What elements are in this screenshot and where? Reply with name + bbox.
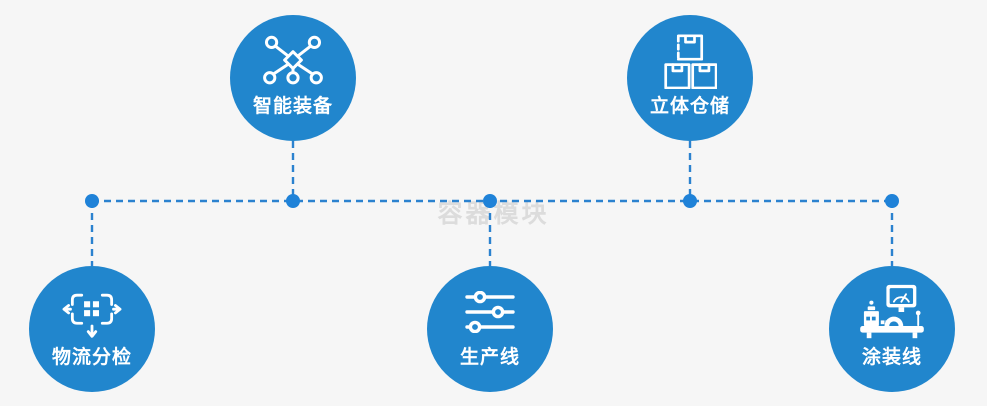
control-machine-icon — [856, 284, 928, 339]
node-label: 智能装备 — [252, 96, 333, 117]
diagram-node-coating-line: 涂装线 — [829, 266, 955, 392]
diagram-node-logistics-sorting: 物流分检 — [29, 266, 155, 392]
junction-dot — [885, 194, 899, 208]
diagram-node-production-line: 生产线 — [427, 266, 553, 392]
stacked-boxes-icon — [663, 34, 717, 89]
node-label: 物流分检 — [51, 347, 132, 368]
sort-distribute-icon — [61, 287, 123, 338]
watermark-text: 容器模块 — [437, 200, 550, 228]
node-label: 立体仓储 — [649, 96, 730, 117]
node-label: 生产线 — [459, 347, 520, 368]
sliders-icon — [465, 287, 515, 337]
junction-dot — [683, 194, 697, 208]
node-label: 涂装线 — [861, 347, 922, 368]
junction-dot — [85, 194, 99, 208]
network-nodes-icon — [262, 35, 324, 86]
diagram-node-stereo-warehouse: 立体仓储 — [627, 15, 753, 141]
diagram-node-smart-equipment: 智能装备 — [230, 15, 356, 141]
junction-dot — [286, 194, 300, 208]
